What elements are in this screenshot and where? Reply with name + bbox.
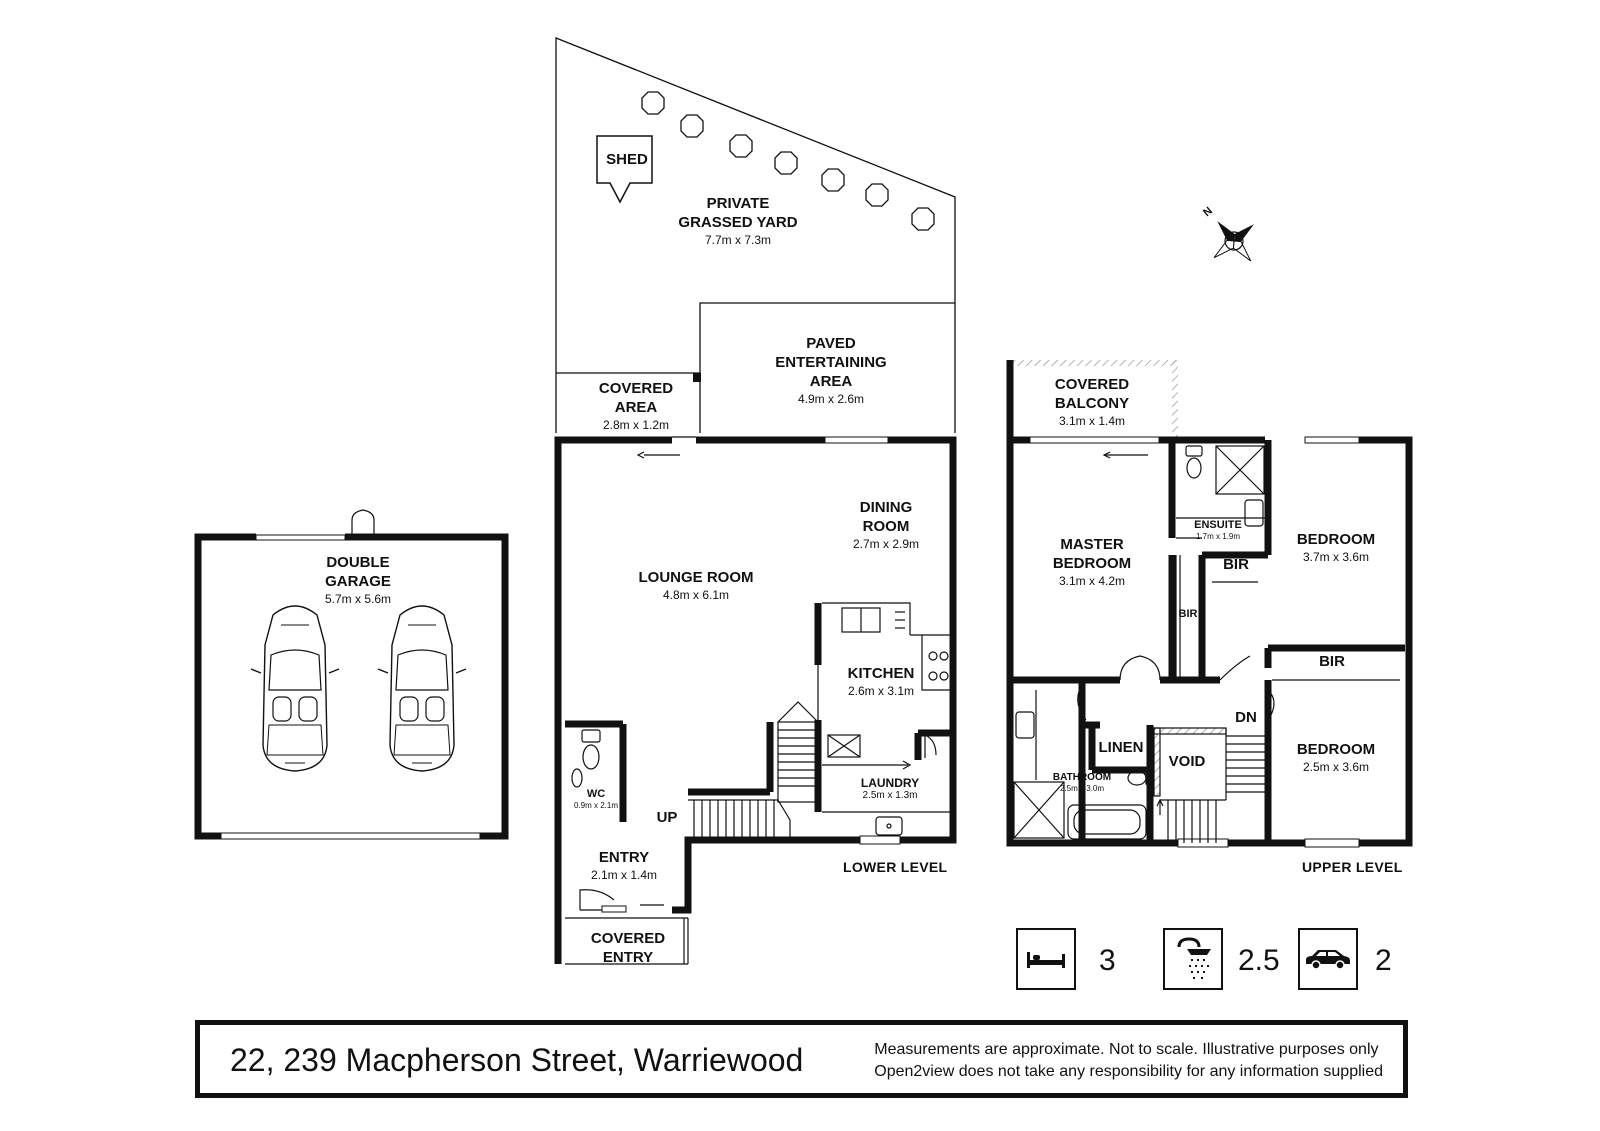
compass-icon: [1213, 221, 1254, 262]
room-label-covered-entry: COVERED ENTRY: [591, 929, 665, 967]
room-label-bathroom: BATHROOM 2.5m x 3.0m: [1053, 771, 1111, 794]
upper-level-label: UPPER LEVEL: [1302, 859, 1403, 875]
room-label-linen: LINEN: [1098, 739, 1144, 756]
room-name: COVERED AREA: [598, 380, 674, 416]
room-size: 2.5m x 1.3m: [862, 790, 918, 801]
car-count: 2: [1375, 944, 1392, 977]
room-label-dn: DN: [1235, 709, 1257, 726]
lower-level-thin-lines: [565, 436, 952, 965]
room-size: 2.5m x 3.6m: [1302, 760, 1370, 774]
room-name: BEDROOM: [1296, 741, 1376, 758]
room-name: COVERED ENTRY: [590, 930, 666, 966]
room-label-kitchen: KITCHEN 2.6m x 3.1m: [848, 664, 915, 699]
car-icon: [1298, 928, 1358, 990]
room-label-master: MASTER BEDROOM 3.1m x 4.2m: [1053, 535, 1131, 589]
room-label-bedroom-2: BEDROOM 3.7m x 3.6m: [1297, 530, 1375, 565]
bed-icon: [1016, 928, 1076, 990]
room-label-bedroom-3: BEDROOM 2.5m x 3.6m: [1297, 740, 1375, 775]
room-label-balcony: COVERED BALCONY 3.1m x 1.4m: [1055, 375, 1129, 429]
room-size: 0.9m x 2.1m: [573, 801, 619, 810]
room-size: 2.6m x 3.1m: [847, 684, 915, 698]
room-label-wc: WC 0.9m x 2.1m: [574, 788, 618, 811]
room-size: 2.1m x 1.4m: [590, 868, 658, 882]
garage-car-right: [377, 605, 467, 772]
room-label-entry: ENTRY 2.1m x 1.4m: [591, 848, 657, 883]
room-size: 4.8m x 6.1m: [662, 588, 730, 602]
disclaimer: Measurements are approximate. Not to sca…: [874, 1039, 1383, 1083]
room-size: 3.1m x 1.4m: [1058, 414, 1126, 428]
room-size: 2.8m x 1.2m: [602, 418, 670, 432]
room-label-bir-2: BIR: [1178, 608, 1198, 620]
room-name: BATHROOM: [1052, 772, 1112, 783]
room-label-ensuite: ENSUITE 1.7m x 1.9m: [1194, 519, 1242, 542]
room-size: 5.7m x 5.6m: [324, 592, 392, 606]
room-size: 2.5m x 3.0m: [1059, 784, 1105, 793]
room-name: PRIVATE GRASSED YARD: [678, 195, 798, 231]
room-name: ENTRY: [598, 849, 650, 866]
garage-car-left: [250, 605, 340, 772]
garage-door-swing: [351, 509, 375, 537]
room-size: 4.9m x 2.6m: [797, 392, 865, 406]
property-address: 22, 239 Macpherson Street, Warriewood: [230, 1042, 804, 1078]
room-size: 3.1m x 4.2m: [1058, 574, 1126, 588]
room-label-up: UP: [656, 809, 678, 826]
room-label-shed: SHED: [606, 151, 648, 168]
room-label-yard: PRIVATE GRASSED YARD 7.7m x 7.3m: [678, 194, 797, 248]
room-name: DINING ROOM: [859, 499, 913, 535]
bathroom-count: 2.5: [1238, 944, 1280, 977]
room-name: PAVED ENTERTAINING AREA: [775, 335, 887, 390]
room-name: ENSUITE: [1194, 519, 1242, 531]
footer-box: 22, 239 Macpherson Street, Warriewood Me…: [195, 1020, 1408, 1098]
room-label-lounge: LOUNGE ROOM 4.8m x 6.1m: [639, 568, 754, 603]
room-name: KITCHEN: [847, 665, 915, 682]
room-size: 2.7m x 2.9m: [852, 537, 920, 551]
room-label-garage: DOUBLE GARAGE 5.7m x 5.6m: [325, 553, 391, 607]
upper-level-thin-lines: [1009, 360, 1400, 843]
room-name: BEDROOM: [1296, 531, 1376, 548]
room-name: LOUNGE ROOM: [638, 569, 754, 586]
lower-level-label: LOWER LEVEL: [843, 859, 948, 875]
room-label-dining: DINING ROOM 2.7m x 2.9m: [853, 498, 919, 552]
balcony-hatch: [1010, 360, 1178, 366]
room-name: WC: [586, 788, 606, 800]
room-size: 7.7m x 7.3m: [704, 233, 772, 247]
room-label-laundry: LAUNDRY 2.5m x 1.3m: [861, 776, 919, 802]
disclaimer-line-1: Measurements are approximate. Not to sca…: [874, 1041, 1379, 1058]
room-name: DOUBLE GARAGE: [325, 554, 391, 590]
room-label-void: VOID: [1168, 753, 1206, 770]
room-label-bir-3: BIR: [1319, 653, 1345, 670]
room-name: MASTER BEDROOM: [1052, 536, 1132, 572]
private-yard-outline: [555, 37, 956, 433]
upper-level-walls: [1006, 360, 1413, 847]
room-size: 3.7m x 3.6m: [1302, 550, 1370, 564]
room-size: 1.7m x 1.9m: [1195, 532, 1240, 541]
room-label-covered-area: COVERED AREA 2.8m x 1.2m: [599, 379, 673, 433]
room-label-paved: PAVED ENTERTAINING AREA 4.9m x 2.6m: [775, 334, 886, 407]
room-name: COVERED BALCONY: [1054, 376, 1130, 412]
garage-walls: [194, 533, 509, 840]
bedroom-count: 3: [1099, 944, 1116, 977]
disclaimer-line-2: Open2view does not take any responsibili…: [874, 1063, 1383, 1080]
shower-icon: [1163, 928, 1223, 990]
shed-outline: [596, 135, 653, 204]
room-name: LAUNDRY: [860, 776, 920, 790]
room-label-bir-1: BIR: [1223, 556, 1249, 573]
